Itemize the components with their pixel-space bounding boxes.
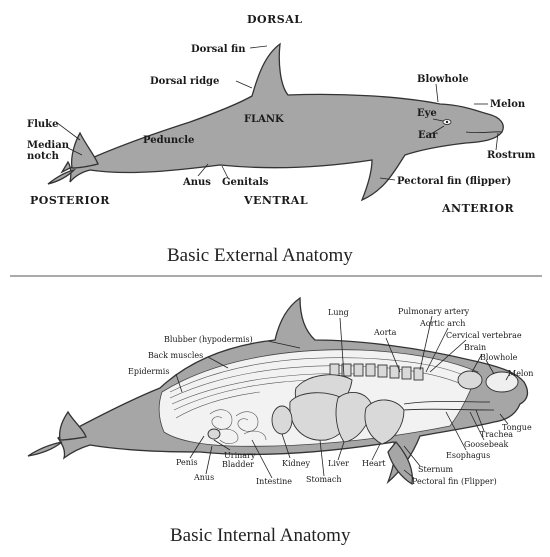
direction-anterior: ANTERIOR xyxy=(441,202,515,215)
external-fluke xyxy=(70,131,99,169)
label-melon: Melon xyxy=(490,99,526,110)
direction-ventral: VENTRAL xyxy=(243,194,308,207)
label-blowhole: Blowhole xyxy=(417,74,469,85)
label-back-muscles: Back muscles xyxy=(148,351,203,360)
label-sternum: Sternum xyxy=(418,465,454,474)
internal-liver xyxy=(335,391,373,443)
label-melon-internal: Melon xyxy=(508,369,533,378)
label-penis: Penis xyxy=(176,458,198,467)
label-aortic-arch: Aortic arch xyxy=(419,319,465,328)
label-anus: Anus xyxy=(182,177,211,188)
label-aorta: Aorta xyxy=(373,328,397,337)
label-eye: Eye xyxy=(417,108,437,119)
label-urinary-line2: Bladder xyxy=(222,460,254,469)
external-anatomy: DORSAL VENTRAL POSTERIOR ANTERIOR Dorsal… xyxy=(27,13,536,266)
label-intestine: Intestine xyxy=(256,477,292,486)
label-pectoral-fin-internal: Pectoral fin (Flipper) xyxy=(412,477,497,486)
internal-trachea xyxy=(403,401,491,405)
internal-caption: Basic Internal Anatomy xyxy=(170,525,351,546)
external-eye-pupil xyxy=(445,120,449,124)
internal-fluke-lower xyxy=(27,441,63,457)
external-leader-lines xyxy=(55,45,499,181)
internal-melon xyxy=(485,371,519,393)
label-anus-internal: Anus xyxy=(193,473,214,482)
label-tongue: Tongue xyxy=(502,423,532,432)
label-heart: Heart xyxy=(362,459,386,468)
label-ear: Ear xyxy=(418,130,438,141)
label-pulmonary-artery: Pulmonary artery xyxy=(398,307,470,316)
label-kidney: Kidney xyxy=(282,459,311,468)
internal-intestine xyxy=(209,409,267,444)
label-urinary-line1: Urinary xyxy=(224,451,256,460)
internal-leader-lines xyxy=(175,315,511,479)
internal-bladder xyxy=(207,428,221,440)
label-stomach: Stomach xyxy=(306,475,342,484)
internal-heart xyxy=(364,399,405,445)
label-median-notch-line2: notch xyxy=(27,151,60,162)
label-pectoral-fin: Pectoral fin (flipper) xyxy=(397,176,511,187)
internal-anatomy: Lung Pulmonary artery Aorta Aortic arch … xyxy=(27,296,533,546)
direction-dorsal: DORSAL xyxy=(247,13,302,26)
label-rostrum: Rostrum xyxy=(487,150,536,161)
label-genitals: Genitals xyxy=(222,177,269,188)
label-liver: Liver xyxy=(328,459,349,468)
label-lung: Lung xyxy=(328,308,349,317)
external-fluke-lower xyxy=(47,168,77,185)
label-trachea: Trachea xyxy=(480,430,513,439)
label-dorsal-fin: Dorsal fin xyxy=(191,44,246,55)
internal-esophagus xyxy=(403,408,495,411)
label-median-notch-line1: Median xyxy=(27,140,70,151)
internal-brain xyxy=(457,370,483,390)
label-esophagus: Esophagus xyxy=(446,451,490,460)
label-dorsal-ridge: Dorsal ridge xyxy=(150,76,219,87)
external-dolphin-body xyxy=(60,42,504,202)
label-epidermis: Epidermis xyxy=(128,367,169,376)
label-flank: FLANK xyxy=(244,114,284,125)
label-blubber: Blubber (hypodermis) xyxy=(164,335,253,344)
label-peduncle: Peduncle xyxy=(143,135,194,146)
label-brain: Brain xyxy=(464,343,486,352)
internal-vertebrae xyxy=(329,363,424,381)
internal-kidney xyxy=(271,405,293,435)
internal-pectoral-fin xyxy=(387,440,414,486)
label-blowhole-internal: Blowhole xyxy=(480,353,518,362)
external-mouth-line xyxy=(465,131,503,134)
direction-posterior: POSTERIOR xyxy=(30,194,110,207)
label-fluke: Fluke xyxy=(27,119,58,130)
internal-fluke xyxy=(58,410,87,441)
external-caption: Basic External Anatomy xyxy=(167,245,353,266)
label-cervical-vertebrae: Cervical vertebrae xyxy=(446,331,522,340)
label-goosebeak: Goosebeak xyxy=(464,440,508,449)
